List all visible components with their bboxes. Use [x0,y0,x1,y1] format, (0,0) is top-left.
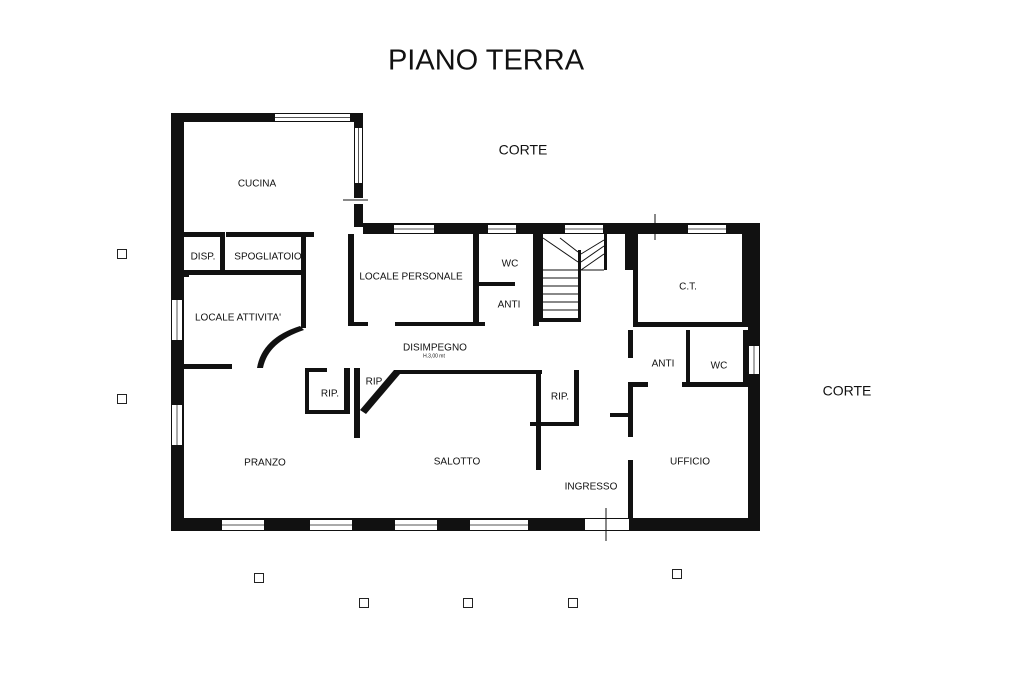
room-label-cucina: CUCINA [238,179,277,190]
marker-square [117,394,127,404]
marker-square [672,569,682,579]
room-label-disimpegno: DISIMPEGNO [403,343,467,354]
room-label-wc-top: WC [502,259,519,270]
room-label-ingresso: INGRESSO [565,482,618,493]
room-label-ct: C.T. [679,282,697,293]
plan-title: PIANO TERRA [388,45,585,77]
room-label-wc-right: WC [711,361,728,372]
exterior-markers [117,249,682,608]
interior-walls [184,232,748,518]
corte-top-label: CORTE [499,142,548,158]
room-labels: CUCINA DISP. SPOGLIATOIO LOCALE PERSONAL… [191,179,728,493]
room-label-pranzo: PRANZO [244,458,286,469]
marker-square [463,598,473,608]
room-label-anti-top: ANTI [498,300,521,311]
room-label-disimpegno-height: H.3,00 mt [423,353,445,359]
room-label-rip-mid: RIP [366,377,383,388]
marker-square [568,598,578,608]
staircase [542,237,605,311]
corte-right-label: CORTE [823,383,872,399]
room-label-rip-left: RIP. [321,389,339,400]
room-label-anti-right: ANTI [652,359,675,370]
room-label-disp: DISP. [191,252,216,263]
room-label-rip-right: RIP. [551,392,569,403]
room-label-locale-personale: LOCALE PERSONALE [359,272,463,283]
room-label-locale-attivita: LOCALE ATTIVITA' [195,313,281,324]
marker-square [254,573,264,583]
marker-square [117,249,127,259]
room-label-spogliatoio: SPOGLIATOIO [234,252,302,263]
windows [172,114,759,541]
room-label-ufficio: UFFICIO [670,457,710,468]
marker-square [359,598,369,608]
room-label-salotto: SALOTTO [434,457,481,468]
